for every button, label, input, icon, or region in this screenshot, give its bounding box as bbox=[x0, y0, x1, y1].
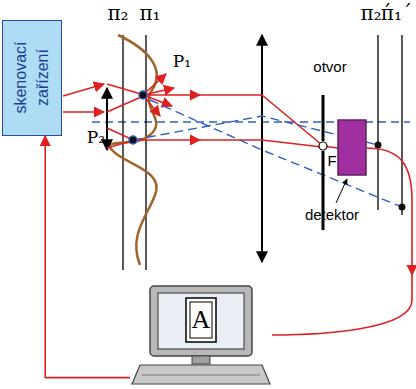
focal-points bbox=[129, 136, 137, 144]
plane-label: π₁ bbox=[139, 2, 160, 25]
plane-label: π₁´ bbox=[381, 2, 412, 25]
focal-points bbox=[139, 91, 147, 99]
computer-base bbox=[132, 365, 270, 384]
part-label: detektor bbox=[305, 206, 359, 223]
monitor-frame bbox=[150, 286, 252, 356]
object-plane bbox=[145, 35, 146, 270]
light-rays bbox=[262, 95, 322, 145]
focal-points bbox=[375, 142, 382, 149]
light-rays bbox=[63, 74, 338, 148]
detector-box bbox=[338, 120, 366, 175]
pinhole-aperture bbox=[322, 95, 325, 141]
light-rays bbox=[107, 128, 131, 139]
light-rays bbox=[200, 139, 262, 141]
light-rays bbox=[107, 97, 141, 112]
signal-wire bbox=[272, 148, 412, 335]
light-rays bbox=[107, 141, 131, 148]
icon-frame bbox=[186, 298, 216, 342]
signal-wire bbox=[272, 275, 412, 335]
computer-base bbox=[142, 375, 260, 376]
objective-lens bbox=[261, 35, 263, 262]
computer-monitor: A bbox=[130, 283, 272, 387]
focus-label: F bbox=[327, 152, 336, 169]
signal-wire bbox=[366, 148, 412, 275]
focal-points bbox=[399, 204, 406, 211]
specimen-curve bbox=[110, 35, 157, 265]
image-plane bbox=[378, 35, 402, 215]
leader-line bbox=[336, 179, 347, 203]
objective-lens bbox=[262, 35, 263, 262]
light-rays bbox=[133, 139, 200, 141]
pinhole-aperture bbox=[319, 142, 327, 150]
monitor-stand bbox=[192, 356, 210, 364]
monitor-screen bbox=[158, 293, 244, 349]
light-rays bbox=[200, 94, 262, 96]
part-label: otvor bbox=[313, 58, 346, 75]
light-rays bbox=[63, 84, 104, 96]
object-plane bbox=[123, 35, 146, 270]
device-label: skenovací zařízení bbox=[10, 21, 54, 134]
point-label: P₁ bbox=[173, 52, 191, 72]
scanning-lens bbox=[107, 88, 108, 150]
light-rays bbox=[63, 111, 104, 113]
focal-points bbox=[129, 91, 406, 211]
plane-label: π₂ bbox=[107, 2, 128, 25]
point-label: P₂ bbox=[87, 128, 105, 148]
leader-line bbox=[336, 179, 347, 203]
image-plane bbox=[401, 35, 402, 215]
screen-icon-letter: A bbox=[190, 303, 212, 337]
monitor-drawing bbox=[130, 283, 272, 387]
defocused-rays bbox=[133, 100, 402, 207]
scanning-lens bbox=[106, 88, 108, 150]
light-rays bbox=[262, 140, 322, 147]
image-plane bbox=[377, 35, 378, 210]
light-rays bbox=[143, 94, 200, 96]
defocused-rays bbox=[150, 100, 402, 207]
light-rays bbox=[107, 84, 141, 94]
rotated-text-frame: skenovací zařízení bbox=[3, 21, 60, 134]
light-rays bbox=[143, 88, 174, 95]
icon-frame bbox=[190, 302, 212, 338]
detector-box bbox=[338, 120, 366, 175]
control-wire bbox=[45, 136, 130, 378]
object-plane bbox=[122, 35, 123, 270]
scanning-device-box: skenovací zařízení bbox=[2, 20, 62, 136]
specimen-curve bbox=[110, 35, 157, 265]
